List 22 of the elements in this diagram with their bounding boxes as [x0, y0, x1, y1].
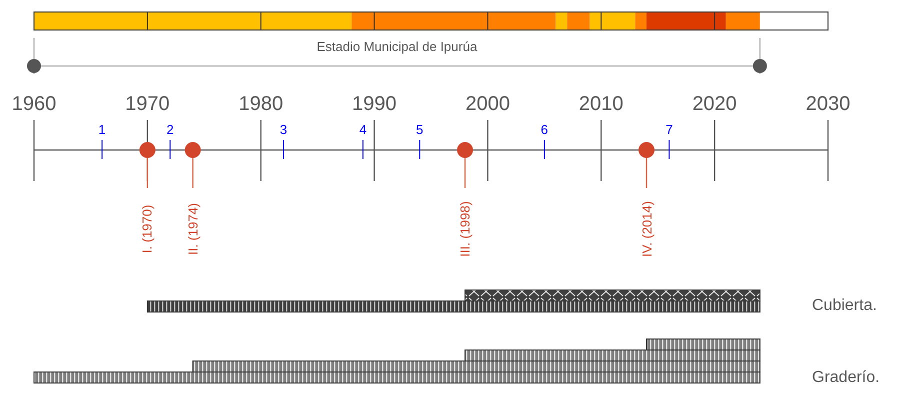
event-label: IV. (2014)	[640, 201, 653, 257]
callout-number: 3	[280, 123, 288, 136]
callout-number: 6	[540, 123, 548, 136]
year-tick-label: 1980	[238, 94, 284, 114]
year-tick-label: 1990	[352, 94, 397, 114]
event-label: II. (1974)	[186, 202, 200, 256]
year-tick-label: 1970	[125, 94, 170, 114]
row-label: Graderío.	[812, 368, 880, 388]
callout-number: 4	[359, 123, 367, 136]
year-tick-label: 2030	[806, 94, 850, 114]
year-tick-label: 2020	[692, 94, 737, 114]
row-label: Cubierta.	[812, 296, 877, 316]
callout-number: 2	[166, 123, 174, 136]
year-tick-label: 2000	[465, 94, 510, 114]
year-tick-label: 2010	[578, 94, 624, 114]
stadium-label: Estadio Municipal de Ipurúa	[316, 38, 478, 56]
event-label: III. (1998)	[458, 201, 472, 257]
event-label: I. (1970)	[140, 204, 154, 254]
callout-number: 1	[98, 123, 106, 136]
year-tick-label: 1960	[12, 94, 56, 114]
callout-number: 5	[416, 123, 424, 136]
callout-number: 7	[666, 123, 673, 136]
